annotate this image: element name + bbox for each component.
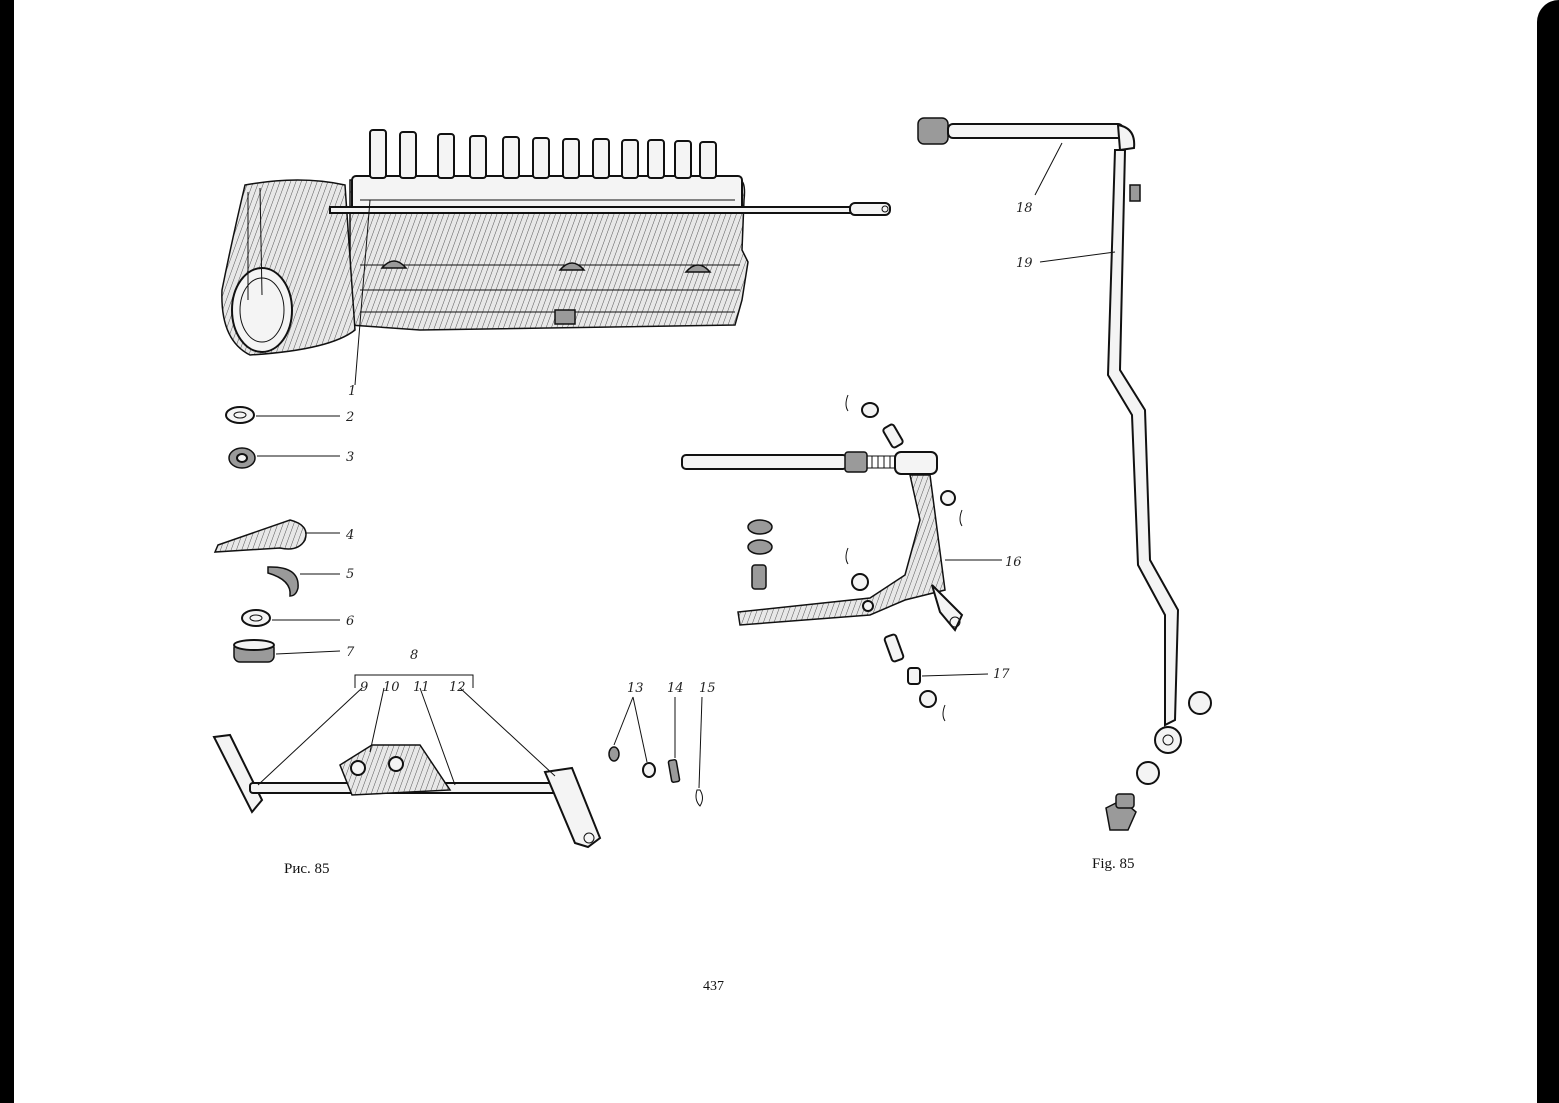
part-6-tab-washer: [241, 609, 340, 627]
part-19-fuel-pipe: [1039, 149, 1212, 831]
callout-17: 17: [993, 667, 1010, 682]
figure-caption-english: Fig. 85: [1092, 856, 1135, 872]
callout-9: 9: [360, 680, 368, 695]
callout-15: 15: [699, 681, 716, 696]
part-15-cotter-pin: [695, 696, 703, 807]
part-16-control-lever: [681, 394, 1002, 632]
figure-caption-russian: Рис. 85: [284, 861, 330, 877]
delivery-valve-holders: [369, 129, 717, 179]
scan-edge-right: [1537, 0, 1559, 1103]
part-3-nut: [228, 447, 340, 469]
callout-5: 5: [346, 567, 354, 582]
callout-8: 8: [410, 648, 418, 663]
part-8-lever-shaft-assembly: [212, 674, 602, 849]
part-4-clamp: [213, 519, 340, 553]
callout-4: 4: [345, 528, 354, 543]
callout-16: 16: [1005, 555, 1022, 570]
callout-7: 7: [346, 645, 355, 660]
part-5-half-ring: [267, 566, 340, 597]
injection-pump-assembly: [221, 129, 891, 386]
part-14-pin: [667, 697, 681, 783]
callout-19: 19: [1016, 256, 1033, 271]
callout-12: 12: [449, 680, 466, 695]
part-13-washers: [608, 696, 656, 778]
part-17-pin: [883, 633, 989, 722]
scan-edge-left: [0, 0, 14, 1103]
callout-6: 6: [346, 614, 354, 629]
part-7-round-nut: [233, 639, 341, 663]
callout-11: 11: [413, 680, 430, 695]
callout-3: 3: [346, 450, 354, 465]
callout-10: 10: [383, 680, 400, 695]
callout-2: 2: [345, 410, 354, 425]
callout-1: 1: [348, 384, 356, 399]
callout-14: 14: [667, 681, 684, 696]
callout-labels: 1 2 3 4 5 6 7 8 9 10 11 12 13 14 15 16 1…: [345, 201, 1033, 696]
part-2-tab-washer: [225, 406, 340, 424]
page-number: 437: [703, 979, 724, 994]
part-18-fuel-line-fitting: [917, 117, 1141, 202]
callout-13: 13: [627, 681, 644, 696]
callout-18: 18: [1016, 201, 1033, 216]
